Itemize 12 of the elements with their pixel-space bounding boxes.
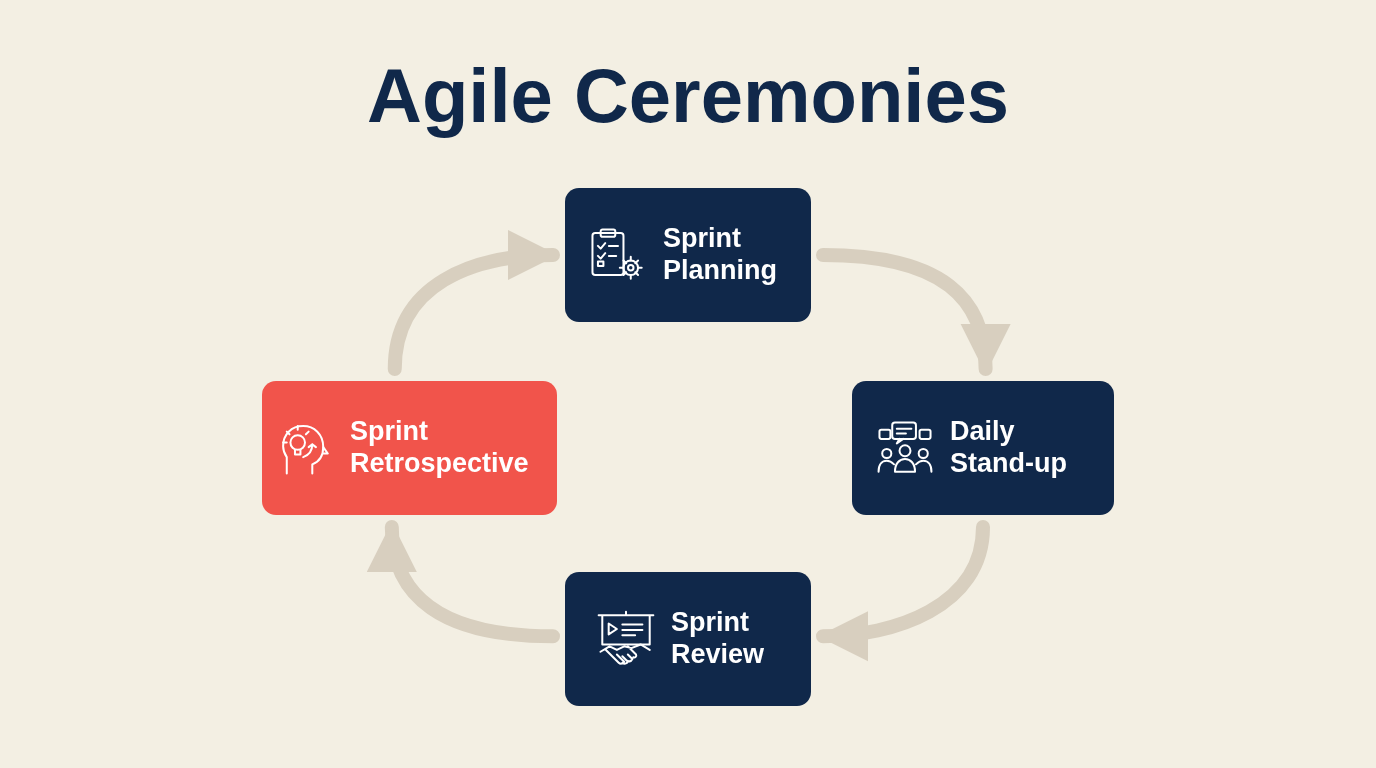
ceremony-box	[565, 572, 811, 706]
cycle-arrow	[816, 520, 990, 660]
cycle-arrow	[387, 231, 560, 376]
ceremony-box	[565, 188, 811, 322]
ceremony-box	[262, 381, 557, 515]
cycle-arrow	[369, 520, 560, 644]
ceremony-box	[852, 381, 1114, 515]
ceremony-label: Sprint Retrospective	[350, 416, 530, 480]
cycle-arrow	[816, 248, 1009, 376]
ceremony-label: Sprint Review	[671, 607, 766, 671]
ceremony-label: Daily Stand-up	[950, 416, 1068, 480]
ceremony-label: Sprint Planning	[663, 223, 778, 287]
